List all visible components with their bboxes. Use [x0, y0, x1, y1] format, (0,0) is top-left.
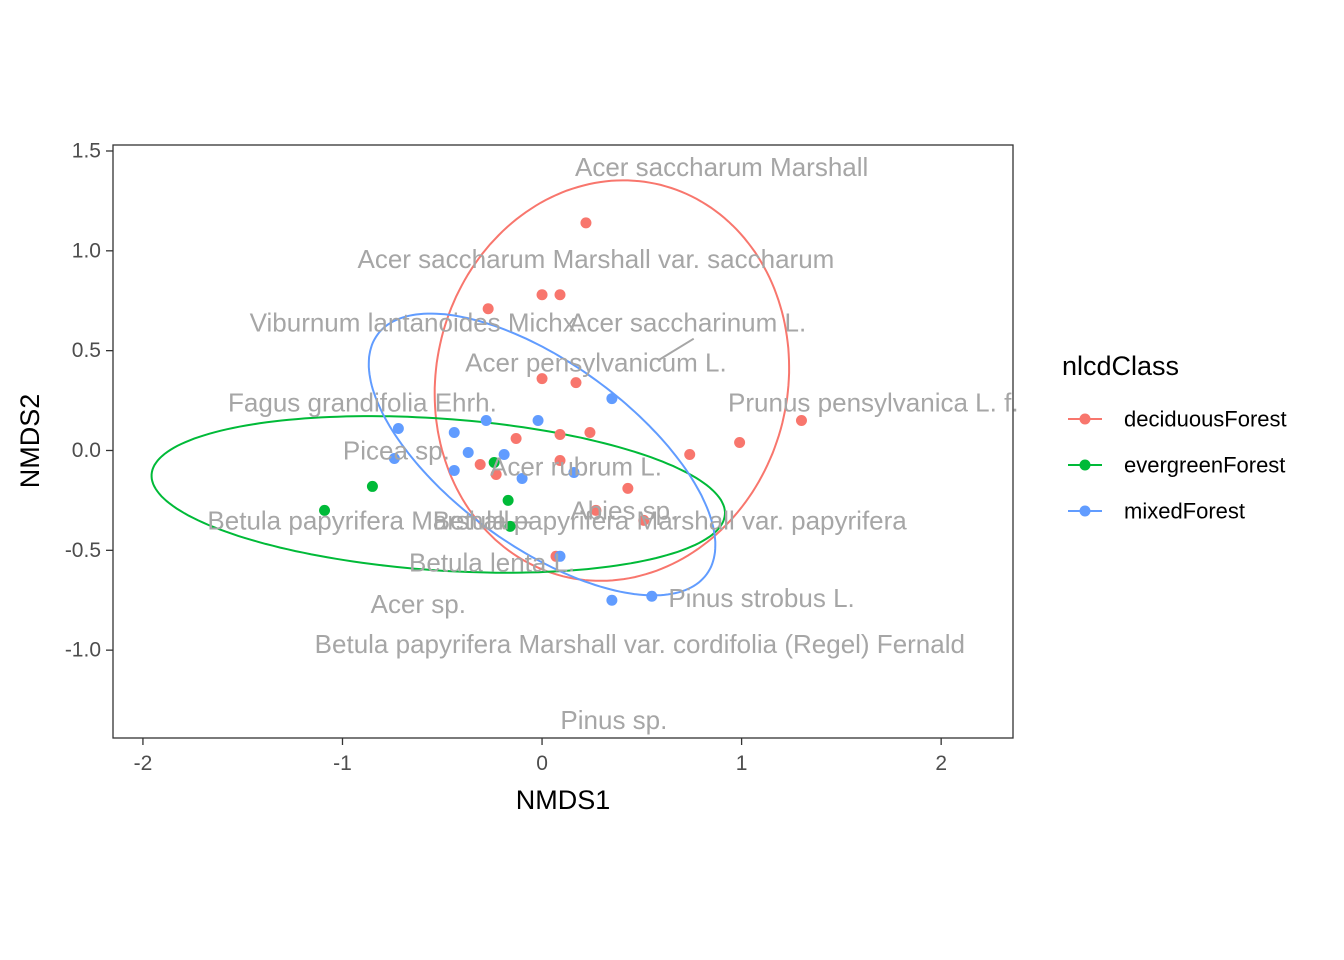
plot-panel: [113, 145, 1013, 738]
species-label: Acer saccharinum L.: [569, 308, 806, 338]
mixedForest-point: [532, 415, 544, 427]
mixedForest-point: [388, 452, 400, 464]
mixedForest-point: [568, 466, 580, 478]
legend: nlcdClass deciduousForest evergreenForest…: [1062, 351, 1287, 524]
deciduousForest-point: [684, 448, 696, 460]
y-tick-label: 1.5: [72, 139, 101, 162]
species-label: Fagus grandifolia Ehrh.: [228, 388, 497, 418]
x-tick-label: 0: [536, 752, 548, 775]
x-tick-label: 1: [736, 752, 748, 775]
deciduousForest-point: [536, 289, 548, 301]
deciduousForest-point: [474, 458, 486, 470]
evergreenForest-point: [488, 456, 500, 468]
deciduousForest-point: [580, 217, 592, 229]
evergreenForest-legend-point: [1079, 459, 1091, 471]
deciduousForest-point: [638, 514, 650, 526]
legend-label-evergreenForest: evergreenForest: [1124, 453, 1285, 478]
deciduousForest-point: [554, 429, 566, 441]
species-label: Prunus pensylvanica L. f.: [728, 388, 1019, 418]
mixedForest-ellipse: [367, 312, 717, 597]
x-axis: -2 -1 0 1 2: [134, 738, 947, 775]
species-label: Acer saccharum Marshall: [575, 152, 868, 182]
deciduousForest-point: [584, 427, 596, 439]
mixedForest-point: [516, 472, 528, 484]
species-label: Viburnum lantanoides Michx.: [250, 308, 583, 338]
deciduousForest-point: [490, 468, 502, 480]
mixedForest-point: [480, 415, 492, 427]
deciduousForest-ellipse: [433, 179, 791, 582]
deciduousForest-point: [554, 454, 566, 466]
y-tick-label: -0.5: [65, 539, 101, 562]
y-tick-label: -1.0: [65, 639, 101, 662]
mixedForest-point: [606, 594, 618, 606]
species-label: Pinus strobus L.: [668, 583, 854, 613]
mixedForest-point: [554, 550, 566, 562]
mixedForest-point: [606, 393, 618, 405]
species-label: Betula lenta L.: [409, 547, 575, 577]
species-label: Acer sp.: [371, 589, 466, 619]
mixedForest-point: [448, 427, 460, 439]
x-tick-label: -1: [333, 752, 352, 775]
evergreenForest-point: [319, 504, 331, 516]
x-tick-label: 2: [935, 752, 947, 775]
y-axis: -1.0 -0.5 0.0 0.5 1.0 1.5: [65, 139, 113, 662]
deciduousForest-legend-point: [1079, 413, 1091, 425]
legend-title: nlcdClass: [1062, 351, 1179, 381]
data-points: [319, 217, 807, 606]
y-tick-label: 1.0: [72, 239, 101, 262]
deciduousForest-point: [510, 433, 522, 445]
y-tick-label: 0.5: [72, 339, 101, 362]
mixedForest-point: [498, 448, 510, 460]
species-label: Betula papyrifera Marshall var. papyrife…: [433, 505, 908, 535]
y-axis-title: NMDS2: [15, 394, 45, 489]
confidence-ellipses: [150, 179, 791, 597]
species-label: Picea sp.: [343, 435, 450, 465]
label-connector-line: [657, 337, 695, 362]
legend-label-mixedForest: mixedForest: [1124, 499, 1245, 524]
deciduousForest-point: [734, 436, 746, 448]
deciduousForest-point: [554, 289, 566, 301]
x-tick-label: -2: [134, 752, 153, 775]
deciduousForest-point: [570, 377, 582, 389]
deciduousForest-point: [590, 504, 602, 516]
mixedForest-point: [448, 464, 460, 476]
deciduousForest-point: [622, 482, 634, 494]
species-label: Acer rubrum L.: [490, 451, 662, 481]
species-label: Acer pensylvanicum L.: [465, 348, 727, 378]
species-label: Betula papyrifera Marshall var. cordifol…: [315, 629, 965, 659]
mixedForest-point: [392, 423, 404, 435]
deciduousForest-point: [482, 303, 494, 315]
mixedForest-point: [462, 446, 474, 458]
x-axis-title: NMDS1: [516, 785, 611, 815]
mixedForest-point: [646, 590, 658, 602]
label-connector-lines: [496, 337, 695, 524]
species-label: Acer saccharum Marshall var. saccharum: [358, 244, 835, 274]
evergreenForest-point: [366, 480, 378, 492]
evergreenForest-ellipse: [150, 415, 727, 574]
plot-border: [112, 144, 1014, 739]
evergreenForest-point: [504, 520, 516, 532]
evergreenForest-point: [502, 494, 514, 506]
deciduousForest-point: [536, 373, 548, 385]
species-label: Betula papyrifera Marshall: [207, 505, 509, 535]
deciduousForest-point: [795, 415, 807, 427]
species-label: Abies sp.: [570, 495, 677, 525]
y-tick-label: 0.0: [72, 439, 101, 462]
legend-label-deciduousForest: deciduousForest: [1124, 407, 1287, 432]
mixedForest-legend-point: [1079, 505, 1091, 517]
species-label: Pinus sp.: [560, 705, 667, 735]
